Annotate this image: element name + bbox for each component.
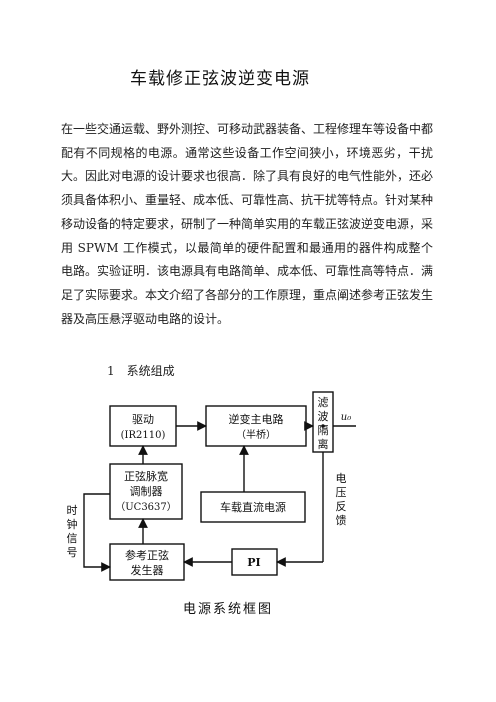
diagram-caption: 电源系统框图	[182, 602, 273, 617]
feedback-char-4: 馈	[336, 514, 347, 527]
modulator-label-3: （UC3637）	[115, 501, 177, 513]
output-label: u₀	[341, 412, 351, 423]
inverter-label-2: （半桥）	[236, 428, 276, 441]
pi-label: PI	[247, 556, 260, 569]
feedback-char-2: 压	[336, 486, 347, 499]
driver-label-2: (IR2110)	[121, 430, 166, 441]
section-heading: 1 系统组成	[107, 364, 175, 378]
clock-char-2: 钟	[67, 517, 78, 531]
power-system-block-diagram: 驱动 (IR2110) 逆变主电路 （半桥） 滤 波 隔 离 u₀ 正弦脉宽 调…	[67, 391, 356, 581]
ref-gen-label-2: 发生器	[131, 563, 164, 577]
clock-char-4: 号	[67, 546, 78, 559]
filter-char-1: 滤	[318, 396, 329, 409]
modulator-label-1: 正弦脉宽	[124, 469, 168, 483]
driver-label-1: 驱动	[132, 413, 154, 426]
feedback-char-1: 电	[336, 472, 347, 485]
feedback-char-3: 反	[336, 500, 347, 513]
document-title: 车载修正弦波逆变电源	[130, 69, 310, 89]
clock-char-3: 信	[67, 532, 78, 545]
filter-char-2: 波	[318, 410, 329, 423]
modulator-label-2: 调制器	[130, 485, 163, 498]
intro-paragraph: 在一些交通运载、野外测控、可移动武器装备、工程修理车等设备中都配有不同规格的电源…	[61, 122, 434, 326]
clock-char-1: 时	[67, 504, 78, 517]
filter-char-3: 隔	[318, 424, 329, 437]
dc-source-label: 车载直流电源	[220, 500, 286, 514]
output-node	[321, 424, 325, 428]
inverter-label-1: 逆变主电路	[229, 412, 284, 426]
dc-source-box	[200, 491, 306, 523]
ref-gen-label-1: 参考正弦	[125, 548, 169, 562]
filter-char-4: 离	[318, 437, 329, 451]
